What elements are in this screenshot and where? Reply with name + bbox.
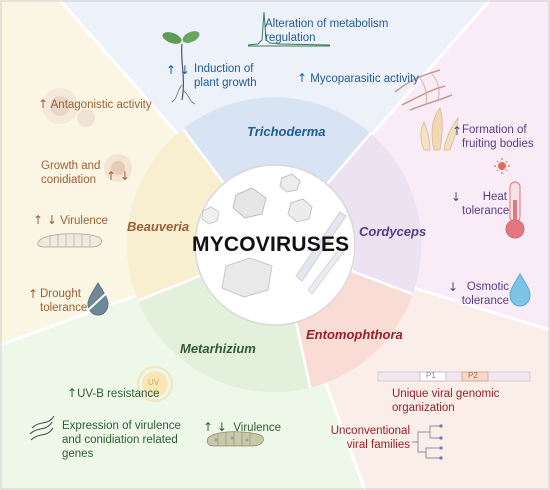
hyphae-icon <box>394 69 453 111</box>
metarhizium-ring <box>138 275 311 393</box>
heat-tolerance-label: Heat tolerance <box>462 191 510 217</box>
growth-conidiation-arrows: ↑ ↓ <box>106 169 130 183</box>
drought-tolerance-label: Drought tolerance <box>40 288 88 314</box>
metarhizium-genus-label: Metarhizium <box>180 341 256 356</box>
viral-families-label: Unconventional viral families <box>330 425 410 451</box>
beauveria-ring <box>126 129 224 301</box>
genomic-organization-label: Unique viral genomic organization <box>392 388 500 414</box>
uv-icon <box>137 366 173 402</box>
water-drop-icon <box>85 282 113 316</box>
metarhizium-virulence-label: ↑ ↓ Virulence <box>203 420 282 434</box>
osmotic-tolerance-arrow: ↓ <box>448 280 459 294</box>
center-title: MYCOVIRUSES <box>192 233 350 256</box>
genome-bar-icon <box>377 371 531 382</box>
growth-conidiation-label: Growth and conidiation <box>41 160 101 186</box>
fruiting-bodies-label: Formation of fruiting bodies <box>462 124 534 150</box>
thermometer-icon <box>505 181 525 239</box>
fruiting-body-icon <box>420 107 459 151</box>
drought-tolerance-arrow: ↑ <box>28 287 39 301</box>
trichoderma-genus-label: Trichoderma <box>247 124 326 139</box>
entomophthora-genus-label: Entomophthora <box>306 327 403 342</box>
seedling-icon <box>162 31 200 105</box>
fruiting-bodies-arrow: ↑ <box>452 124 463 138</box>
heat-tolerance-arrow: ↓ <box>451 190 462 204</box>
genome-p1-label: P1 <box>426 371 436 380</box>
larva-icon <box>206 431 264 447</box>
beauveria-virulence-label: ↑ ↓ Virulence <box>33 213 108 227</box>
beauveria-genus-label: Beauveria <box>127 219 190 234</box>
metabolism-regulation-label: Alteration of metabolism regulation <box>265 18 389 44</box>
ring-dividers <box>137 128 414 388</box>
plant-growth-arrows: ↑ ↓ <box>166 63 190 77</box>
cordyceps-ring <box>327 133 422 295</box>
sun-icon <box>494 158 510 174</box>
uv-icon-label: UV <box>148 378 160 387</box>
antagonistic-activity-label: ↑ Antagonistic activity <box>38 97 152 111</box>
genome-p2-label: P2 <box>468 371 478 380</box>
dna-strand-icon <box>29 415 55 441</box>
water-drop-icon <box>509 273 531 307</box>
mycoparasitic-label: ↑ Mycoparasitic activity <box>297 71 419 85</box>
larva-icon <box>37 233 102 248</box>
uvb-resistance-label: ↑UV-B resistance <box>67 386 160 400</box>
osmotic-tolerance-label: Osmotic tolerance <box>461 281 509 307</box>
virus-particle-icon <box>201 173 347 298</box>
entomophthora-ring <box>296 271 413 388</box>
cordyceps-genus-label: Cordyceps <box>359 224 427 239</box>
fungal-spore-icon <box>42 88 132 182</box>
gene-expression-label: Expression of virulence and conidiation … <box>62 420 181 460</box>
phylogeny-tree-icon <box>412 424 443 460</box>
peak-chart-icon <box>247 11 331 47</box>
trichoderma-ring <box>183 97 371 185</box>
plant-growth-label: Induction of plant growth <box>194 63 257 89</box>
